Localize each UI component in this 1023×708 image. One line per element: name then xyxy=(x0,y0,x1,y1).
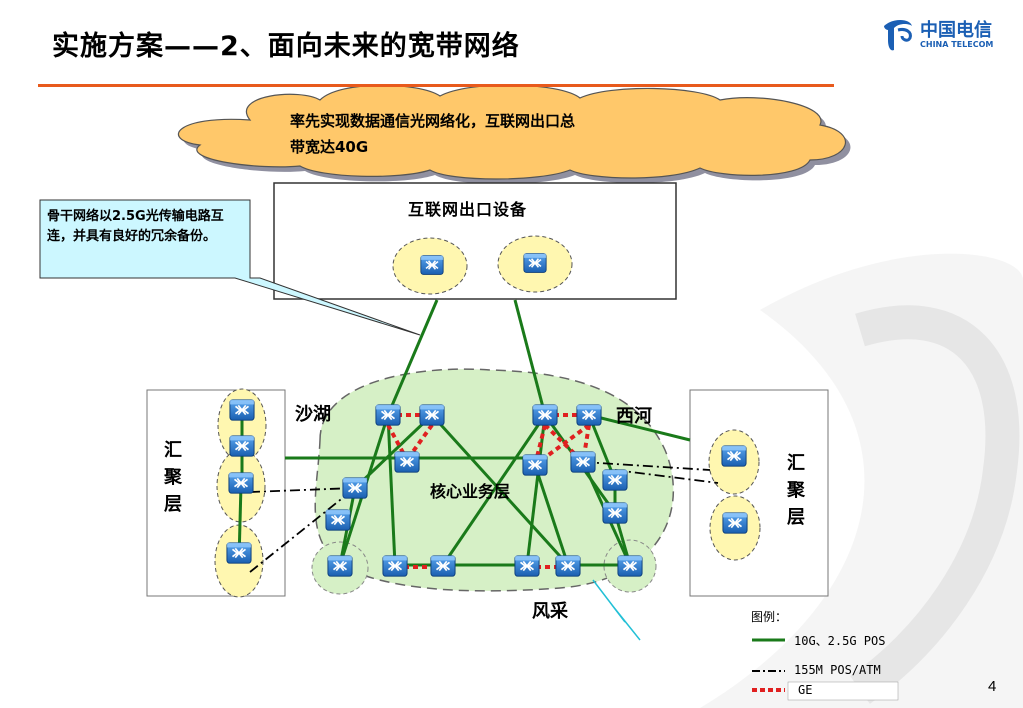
router-icon xyxy=(229,398,255,422)
exit-equipment-box xyxy=(273,182,677,300)
right-aggregation-label: 汇聚层 xyxy=(787,453,805,528)
callout-text: 骨干网络以2.5G光传输电路互连，并具有良好的冗余备份。 xyxy=(47,209,224,244)
cloud-text-line2: 带宽达40G xyxy=(290,138,369,156)
router-icon xyxy=(325,508,351,532)
cloud-shape xyxy=(177,84,851,184)
router-icon xyxy=(327,554,353,578)
router-icon xyxy=(602,468,628,492)
router-icon xyxy=(228,471,254,495)
site-xihe-label: 西河 xyxy=(616,406,652,427)
router-icon xyxy=(721,444,747,468)
atm-links xyxy=(249,461,719,573)
legend-item-ge: GE xyxy=(798,683,813,697)
logo-name-cn: 中国电信 xyxy=(920,20,992,41)
router-icon xyxy=(522,453,548,477)
router-icon xyxy=(430,554,456,578)
title-underline xyxy=(38,84,834,87)
page-number: 4 xyxy=(988,678,997,695)
router-icon xyxy=(617,554,643,578)
core-layer-label: 核心业务层 xyxy=(430,482,511,501)
slide-title: 实施方案——2、面向未来的宽带网络 xyxy=(52,31,520,62)
router-icon xyxy=(382,554,408,578)
callout-shape xyxy=(39,199,421,336)
router-icon xyxy=(229,434,255,458)
logo-name-en: CHINA TELECOM xyxy=(920,40,994,49)
legend-title: 图例： xyxy=(751,610,788,624)
router-icon xyxy=(602,501,628,525)
right-aggregation-box xyxy=(689,389,829,597)
left-aggregation-label: 汇聚层 xyxy=(164,440,182,515)
router-icon xyxy=(514,554,540,578)
router-icon xyxy=(722,511,748,535)
exit-equipment-label: 互联网出口设备 xyxy=(408,200,528,219)
legend-item-pos: 10G、2.5G POS xyxy=(794,634,886,648)
china-telecom-logo-icon xyxy=(884,20,912,51)
router-icon xyxy=(375,403,401,427)
cloud-text: 率先实现数据通信光网络化，互联网出口总 带宽达40G xyxy=(290,108,740,160)
china-telecom-logo: 中国电信 CHINA TELECOM xyxy=(880,14,1010,58)
router-icon xyxy=(570,450,596,474)
router-icon xyxy=(576,403,602,427)
router-icon xyxy=(226,541,252,565)
site-shahu-label: 沙湖 xyxy=(295,404,331,425)
router-icon xyxy=(420,254,444,276)
router-icon xyxy=(342,476,368,500)
router-icon xyxy=(523,252,547,274)
site-fengcai-label: 风采 xyxy=(532,601,568,622)
router-icon xyxy=(394,450,420,474)
cloud-text-line1: 率先实现数据通信光网络化，互联网出口总 xyxy=(290,112,576,130)
legend-item-atm: 155M POS/ATM xyxy=(794,663,881,677)
router-icon xyxy=(555,554,581,578)
router-icon xyxy=(419,403,445,427)
pos-links xyxy=(237,299,691,567)
router-icon xyxy=(532,403,558,427)
